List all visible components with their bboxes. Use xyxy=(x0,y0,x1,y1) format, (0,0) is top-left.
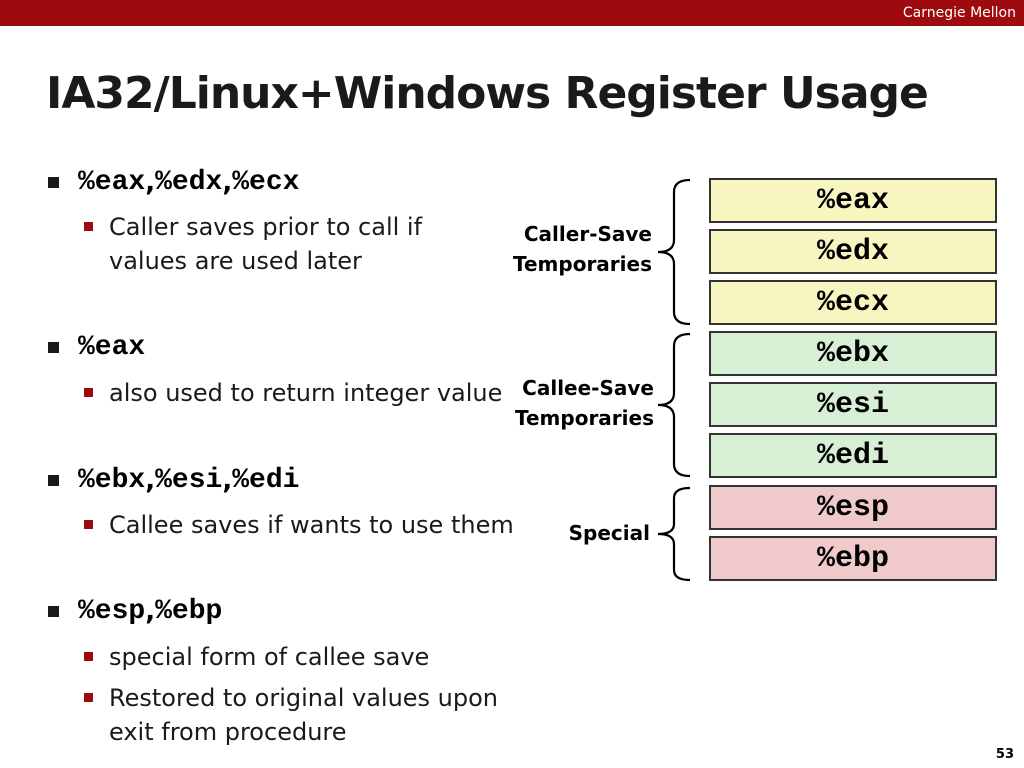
separator: , xyxy=(145,465,156,496)
group-label-callee-save: Callee-Save Temporaries xyxy=(500,373,654,433)
register-box-edi: %edi xyxy=(709,433,997,478)
sub-bullet: Restored to original values upon exit fr… xyxy=(84,681,509,749)
bullet-square-icon xyxy=(48,177,59,188)
register-name: %esi xyxy=(155,465,223,496)
org-name: Carnegie Mellon xyxy=(902,5,1016,21)
register-box-esi: %esi xyxy=(709,382,997,427)
group-label-line: Callee-Save xyxy=(522,376,654,400)
separator: , xyxy=(145,167,156,198)
register-name: %ecx xyxy=(232,167,300,198)
sub-bullet: also used to return integer value xyxy=(84,376,529,410)
register-box-esp: %esp xyxy=(709,485,997,530)
bullet-special-regs: %esp, %ebp xyxy=(48,596,222,627)
sub-bullet-text: Callee saves if wants to use them xyxy=(109,511,514,539)
sub-bullet-square-icon xyxy=(84,222,93,231)
brace-callee-save-icon xyxy=(657,332,691,478)
register-name: %ebx xyxy=(78,465,146,496)
register-name: %eax xyxy=(78,332,146,363)
brace-caller-save-icon xyxy=(657,178,691,326)
register-box-edx: %edx xyxy=(709,229,997,274)
group-label-line: Temporaries xyxy=(513,252,652,276)
sub-bullet-square-icon xyxy=(84,693,93,702)
group-label-line: Caller-Save xyxy=(523,222,652,246)
header-bar: Carnegie Mellon xyxy=(0,0,1024,26)
register-name: %edx xyxy=(155,167,223,198)
bullet-square-icon xyxy=(48,342,59,353)
page-number: 53 xyxy=(995,747,1014,762)
group-label-line: Special xyxy=(568,521,650,545)
register-box-ebx: %ebx xyxy=(709,331,997,376)
register-name: %edi xyxy=(232,465,300,496)
sub-bullet-text: Restored to original values upon exit fr… xyxy=(109,684,499,746)
separator: , xyxy=(145,596,156,627)
bullet-callee-save-regs: %ebx, %esi, %edi xyxy=(48,465,299,496)
separator: , xyxy=(222,167,233,198)
slide-title: IA32/Linux+Windows Register Usage xyxy=(46,68,929,119)
separator: , xyxy=(222,465,233,496)
sub-bullet-text: also used to return integer value xyxy=(109,379,503,407)
sub-bullet-text: Caller saves prior to call if values are… xyxy=(109,213,423,275)
register-box-eax: %eax xyxy=(709,178,997,223)
bullet-square-icon xyxy=(48,606,59,617)
group-label-line: Temporaries xyxy=(515,406,654,430)
sub-bullet-square-icon xyxy=(84,652,93,661)
register-name: %esp xyxy=(78,596,146,627)
sub-bullet: special form of callee save xyxy=(84,640,529,674)
register-box-ecx: %ecx xyxy=(709,280,997,325)
register-name: %eax xyxy=(78,167,146,198)
register-name: %ebp xyxy=(155,596,223,627)
sub-bullet-square-icon xyxy=(84,388,93,397)
sub-bullet-text: special form of callee save xyxy=(109,643,430,671)
bullet-caller-save-regs: %eax, %edx, %ecx xyxy=(48,167,299,198)
bullet-square-icon xyxy=(48,475,59,486)
sub-bullet-square-icon xyxy=(84,520,93,529)
group-label-caller-save: Caller-Save Temporaries xyxy=(500,219,652,279)
group-label-special: Special xyxy=(500,518,650,548)
sub-bullet: Callee saves if wants to use them xyxy=(84,508,529,542)
register-box-ebp: %ebp xyxy=(709,536,997,581)
brace-special-icon xyxy=(657,486,691,582)
sub-bullet: Caller saves prior to call if values are… xyxy=(84,210,499,278)
bullet-return-reg: %eax xyxy=(48,332,145,363)
